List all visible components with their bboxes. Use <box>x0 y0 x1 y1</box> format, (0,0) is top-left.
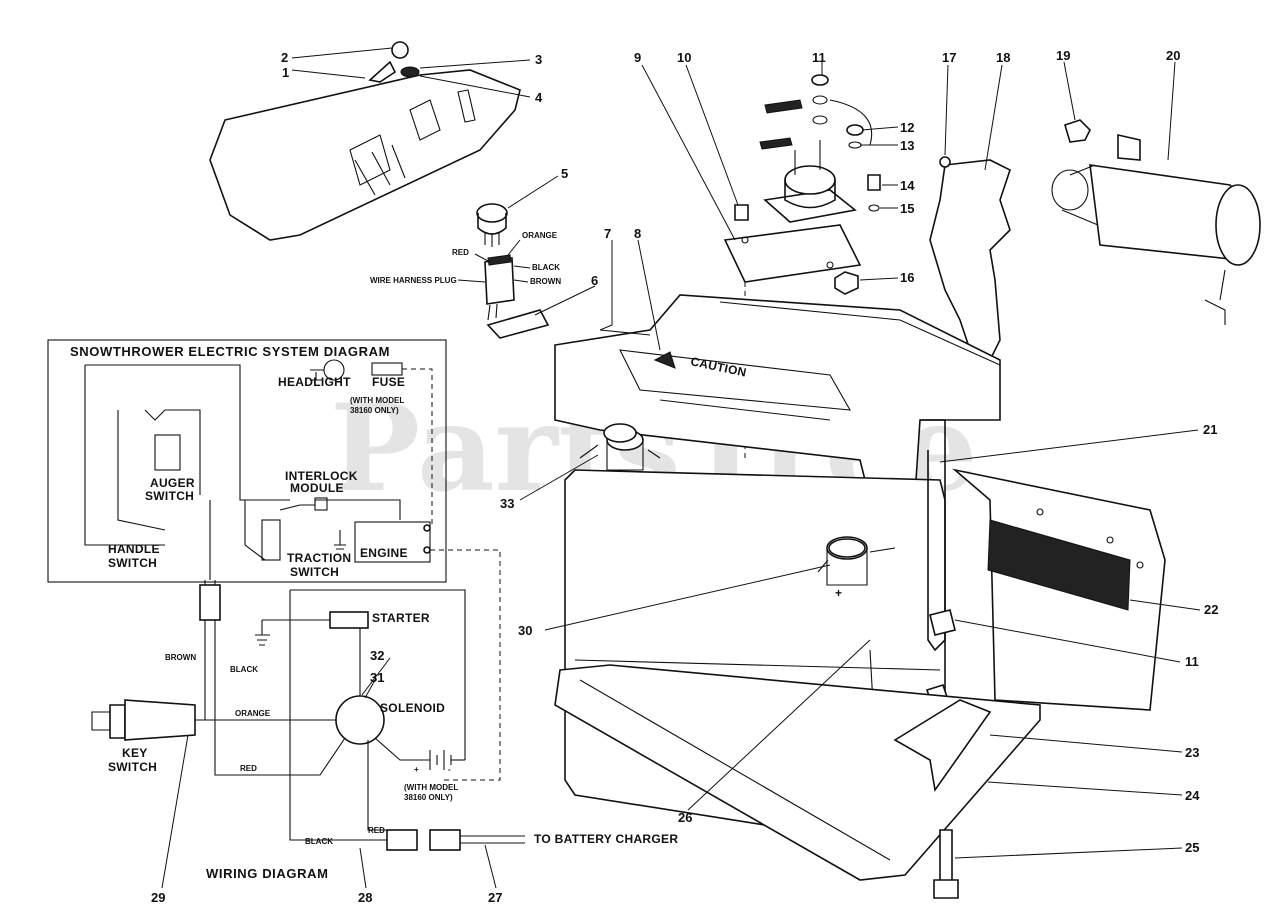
handle-switch-label-1: HANDLE <box>108 542 160 556</box>
key-switch-label-1: KEY <box>122 746 148 760</box>
callout-2: 2 <box>281 50 288 65</box>
callout-numbers: 1 2 3 4 5 6 7 8 9 10 11 12 13 14 15 16 1… <box>151 48 1218 905</box>
callout-5: 5 <box>561 166 568 181</box>
battery-note-line2: 38160 ONLY) <box>404 793 453 802</box>
callout-14: 14 <box>900 178 915 193</box>
callout-7: 7 <box>604 226 611 241</box>
auger-switch-label-2: SWITCH <box>145 489 194 503</box>
starter-bracket <box>929 159 1011 362</box>
battery-tray <box>554 664 1041 881</box>
solenoid-label: SOLENOID <box>380 701 445 715</box>
handle-switch-label-2: SWITCH <box>108 556 157 570</box>
interlock-label-1: INTERLOCK <box>285 469 358 483</box>
battery-note-line1: (WITH MODEL <box>404 783 458 792</box>
bolt-25-head <box>933 879 959 899</box>
callout-31: 31 <box>370 670 384 685</box>
battery-plus-label: + <box>414 765 419 774</box>
auger-switch-label-1: AUGER <box>150 476 195 490</box>
engine-label: ENGINE <box>360 546 408 560</box>
key-switch-label-2: SWITCH <box>108 760 157 774</box>
callout-9: 9 <box>634 50 641 65</box>
callout-20: 20 <box>1166 48 1180 63</box>
wire-harness-plug <box>484 254 515 321</box>
callout-27: 27 <box>488 890 502 905</box>
rivet-17 <box>939 156 951 168</box>
fuse-label: FUSE <box>372 375 405 389</box>
callout-3: 3 <box>535 52 542 67</box>
plug-label-harness: WIRE HARNESS PLUG <box>370 276 457 285</box>
headlight-label: HEADLIGHT <box>278 375 351 389</box>
solenoid-assembly <box>759 74 873 223</box>
hold-down-bracket <box>893 699 992 793</box>
callout-10: 10 <box>677 50 691 65</box>
plug-label-red: RED <box>452 248 469 257</box>
callout-8: 8 <box>634 226 641 241</box>
electric-system-diagram: SNOWTHROWER ELECTRIC SYSTEM DIAGRAM HEAD… <box>47 339 501 781</box>
callout-17: 17 <box>942 50 956 65</box>
callout-18: 18 <box>996 50 1010 65</box>
key-hardware <box>368 41 420 83</box>
callout-22: 22 <box>1204 602 1218 617</box>
terminal-clamp-30 <box>817 538 896 573</box>
electric-diagram-title: SNOWTHROWER ELECTRIC SYSTEM DIAGRAM <box>70 344 390 359</box>
screw-14 <box>867 174 881 191</box>
battery-charger-label: TO BATTERY CHARGER <box>534 832 678 846</box>
callout-25: 25 <box>1185 840 1199 855</box>
callout-1: 1 <box>282 65 289 80</box>
starter-label: STARTER <box>372 611 430 625</box>
wiring-diagram: BROWN BLACK ORANGE RED BLACK RED STARTER… <box>91 580 678 881</box>
screw-10 <box>734 204 749 221</box>
fuse-note-line1: (WITH MODEL <box>350 396 404 405</box>
wire-label-orange: ORANGE <box>235 709 271 718</box>
traction-switch-label-1: TRACTION <box>287 551 351 565</box>
terminal-clamp-33 <box>579 423 661 459</box>
interlock-label-2: MODULE <box>290 481 344 495</box>
callout-4: 4 <box>535 90 543 105</box>
fuse-note-line2: 38160 ONLY) <box>350 406 399 415</box>
callout-13: 13 <box>900 138 914 153</box>
callout-19: 19 <box>1056 48 1070 63</box>
wire-label-brown: BROWN <box>165 653 196 662</box>
callout-28: 28 <box>358 890 372 905</box>
callout-26: 26 <box>678 810 692 825</box>
callout-29: 29 <box>151 890 165 905</box>
battery-minus-label: - <box>448 765 451 774</box>
bolt-19 <box>1064 119 1091 143</box>
washer-15 <box>868 204 880 212</box>
bracket-clip <box>486 309 550 339</box>
wire-label-black: BLACK <box>230 665 258 674</box>
battery-cover: CAUTION <box>554 294 1001 501</box>
plug-label-black: BLACK <box>532 263 560 272</box>
wire-label-red-2: RED <box>368 826 385 835</box>
control-panel <box>209 69 521 241</box>
callout-21: 21 <box>1203 422 1217 437</box>
callout-16: 16 <box>900 270 914 285</box>
callout-23: 23 <box>1185 745 1199 760</box>
plug-label-orange: ORANGE <box>522 231 558 240</box>
callout-12: 12 <box>900 120 914 135</box>
callout-6: 6 <box>591 273 598 288</box>
callout-11-right: 11 <box>1185 654 1199 669</box>
mounting-panel <box>952 468 1166 711</box>
callout-33: 33 <box>500 496 514 511</box>
nut-16 <box>834 271 859 295</box>
callout-30: 30 <box>518 623 532 638</box>
leader-lines <box>161 47 1201 889</box>
callout-11-top: 11 <box>812 50 826 65</box>
key-switch-part <box>476 203 508 247</box>
wire-label-red: RED <box>240 764 257 773</box>
wiring-diagram-title: WIRING DIAGRAM <box>206 866 329 881</box>
callout-15: 15 <box>900 201 914 216</box>
wire-label-black-2: BLACK <box>305 837 333 846</box>
traction-switch-label-2: SWITCH <box>290 565 339 579</box>
starter-motor <box>1051 133 1261 325</box>
plug-label-brown: BROWN <box>530 277 561 286</box>
callout-24: 24 <box>1185 788 1200 803</box>
battery-plus-mark: + <box>835 586 842 600</box>
callout-32: 32 <box>370 648 384 663</box>
